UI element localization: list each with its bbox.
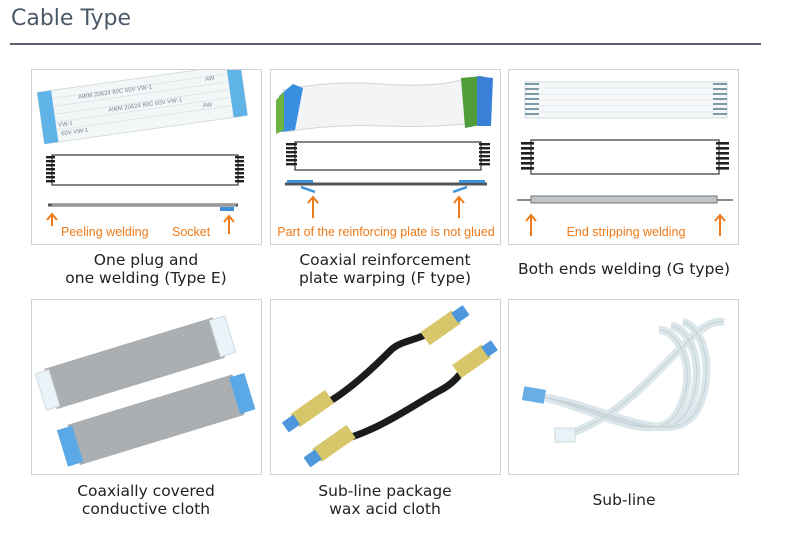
card-sub-line [508,299,739,475]
title-divider [10,43,761,45]
arrow-up-icon [525,213,537,236]
arrow-up-icon [307,195,319,218]
label-end-stripping: End stripping welding [567,225,686,239]
caption-type-e: One plug and one welding (Type E) [65,251,227,287]
page-title: Cable Type [11,6,131,31]
type-f-illustration: Part of the reinforcing plate is not glu… [276,76,495,239]
type-e-top-view-diagram [46,154,244,186]
caption-sub-line: Sub-line [592,491,656,509]
cable-print-3: VW-1 [58,121,74,129]
type-g-side-view-diagram [517,195,733,204]
label-peeling-welding: Peeling welding [61,225,149,239]
label-socket: Socket [172,225,211,239]
arrow-up-icon [223,214,235,234]
card-type-f: Part of the reinforcing plate is not glu… [270,69,501,245]
cable-print-6: AW [202,102,213,109]
type-g-top-view-diagram [521,139,729,175]
card-wax-acid-cloth [270,299,501,475]
caption-wax-acid-cloth: Sub-line package wax acid cloth [318,482,452,518]
wax-acid-cloth-photo [281,305,498,468]
cable-print-5: AW [205,76,216,83]
caption-type-f: Coaxial reinforcement plate warping (F t… [298,251,472,287]
type-g-cable-photo [524,81,728,119]
type-e-illustration: AWM 20624 80C 60V VW-1 AWM 20624 80C 60V… [36,70,249,239]
type-f-side-view-diagram [285,180,487,194]
label-reinforcing-plate: Part of the reinforcing plate is not glu… [277,225,495,239]
type-e-cable-photo: AWM 20624 80C 60V VW-1 AWM 20624 80C 60V… [36,70,249,145]
type-e-side-view-diagram [48,203,238,211]
cable-print-4: 60V VW-1 [61,128,89,138]
conductive-cloth-photo [34,315,256,467]
type-f-top-view-diagram [286,141,490,171]
arrow-up-icon [714,213,726,236]
type-g-illustration: End stripping welding [517,81,733,239]
sub-line-photo [521,317,725,443]
card-type-g: End stripping welding [508,69,739,245]
arrow-up-icon [46,212,58,226]
caption-type-g: Both ends welding (G type) [517,260,731,278]
arrow-up-icon [453,195,465,218]
caption-conductive-cloth: Coaxially covered conductive cloth [77,482,215,518]
card-conductive-cloth [31,299,262,475]
type-f-cable-photo [276,76,493,134]
card-type-e: AWM 20624 80C 60V VW-1 AWM 20624 80C 60V… [31,69,262,245]
